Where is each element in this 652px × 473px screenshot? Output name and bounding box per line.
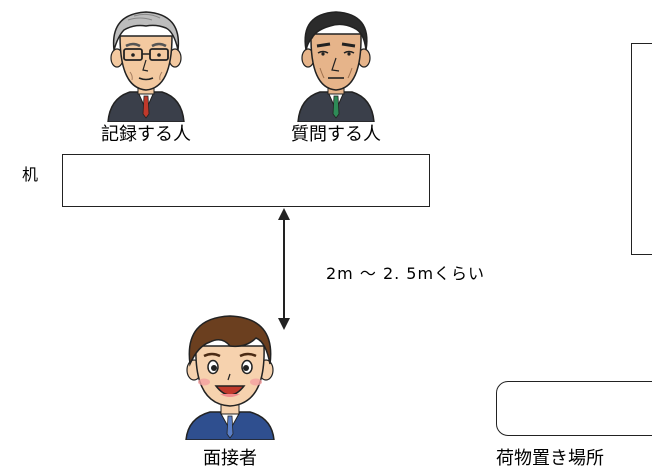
right-edge-box	[631, 43, 652, 255]
elderly-man-glasses-icon	[100, 6, 192, 122]
desk-label: 机	[22, 165, 39, 184]
luggage-area-box	[496, 381, 652, 436]
young-man-suit-icon	[178, 312, 282, 440]
distance-label: 2m 〜 2. 5mくらい	[326, 264, 486, 283]
middle-aged-man-suit-icon	[290, 8, 382, 122]
desk-rectangle	[62, 154, 430, 207]
luggage-label: 荷物置き場所	[496, 448, 604, 469]
questioner-label: 質問する人	[291, 124, 381, 145]
interviewee-label: 面接者	[203, 448, 257, 469]
distance-arrow	[278, 208, 290, 330]
recorder-label: 記録する人	[101, 124, 191, 145]
